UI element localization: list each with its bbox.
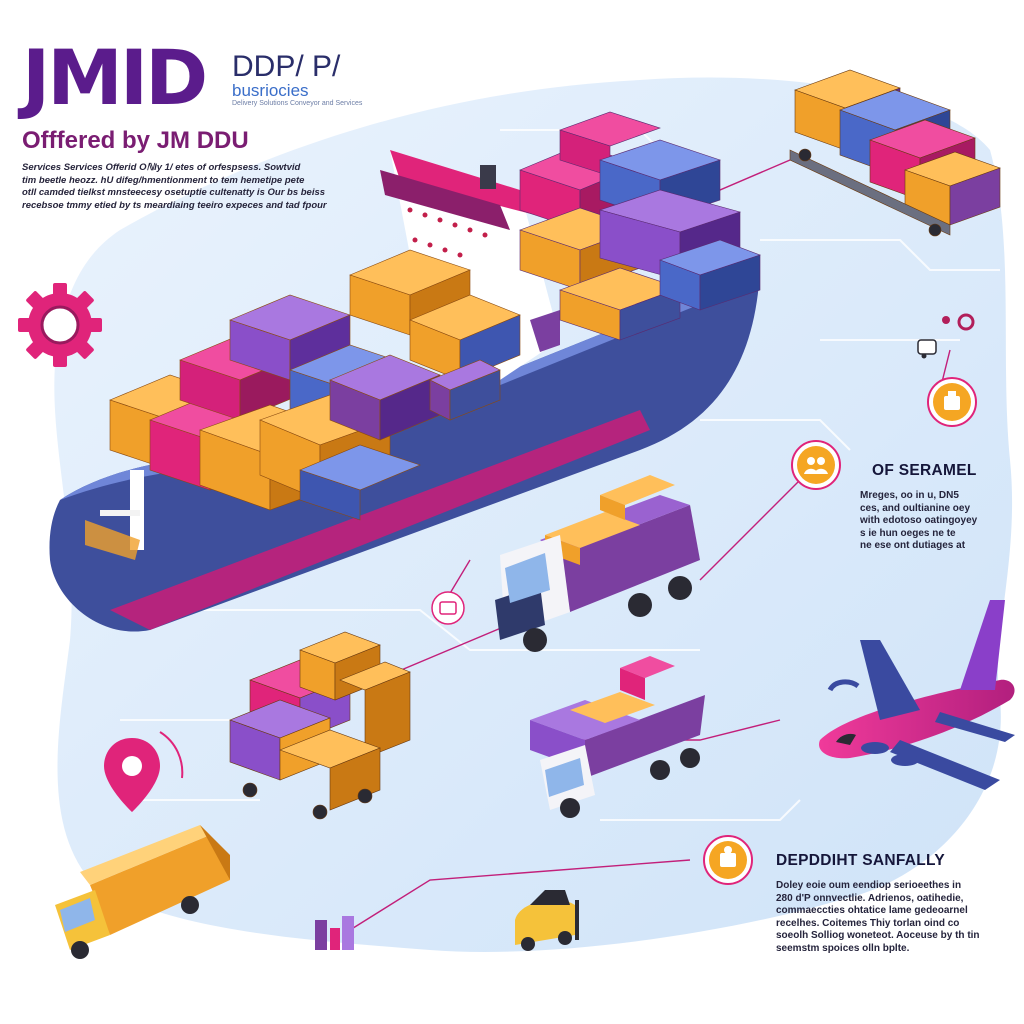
- forklift-icon: [515, 890, 579, 951]
- section-title: OF SERAMEL: [872, 462, 977, 479]
- section-line: with edotoso oatingoyey: [860, 515, 978, 526]
- section-line: 280 d'P onnvectlie. Adrienos, oatihedie,: [776, 892, 964, 904]
- section-line: ces, and oultianine oey: [860, 502, 971, 514]
- package-badge-icon: [431, 591, 465, 625]
- section-line: commaeccties ohtatice lame gedeoarnel: [776, 905, 968, 916]
- container-stack: [229, 631, 411, 820]
- gear-icon: [18, 283, 102, 367]
- customs-badge-icon: [927, 377, 977, 427]
- intro-line: recebsoe tmmy etied by ts meardiaing tee…: [22, 199, 327, 211]
- delivery-truck-icon: [495, 475, 700, 652]
- delivery-truck-icon: [530, 656, 705, 818]
- section-line: seemstm spoices olln bplte.: [776, 942, 910, 954]
- container-stack: [789, 69, 1001, 237]
- brand-logo: JMID: [22, 33, 208, 122]
- route-pin-icon: [917, 313, 975, 359]
- brand-subtitle-second: busriocies: [232, 81, 309, 100]
- customers-icon: [791, 440, 841, 490]
- section-line: ne ese ont dutiages at: [860, 540, 966, 551]
- brand-subtitle: DDP/ P/: [232, 50, 341, 83]
- delivery-truck-icon: [55, 825, 230, 959]
- section-line: recelhes. Coitemes Thiy torlan oind co: [776, 917, 960, 929]
- delivery-badge-icon: [703, 835, 753, 885]
- offered-by-heading: Offfered by JM DDU: [22, 127, 249, 154]
- section-line: s ie hun oeges ne te: [860, 527, 956, 539]
- section-body: Doley eoie oum eendiop serioeethes in 28…: [776, 880, 1011, 955]
- section-title: DEPDDIHT SANFALLY: [776, 852, 946, 869]
- intro-line: otll camded tielkst mnsteecesy osetuptie…: [22, 187, 326, 198]
- intro-line: Services Services Offerid Oℕly 1/ etes o…: [22, 162, 301, 173]
- package-icon: [315, 916, 354, 950]
- location-pin-icon: [104, 731, 184, 812]
- intro-text: Services Services Offerid Oℕly 1/ etes o…: [22, 162, 372, 212]
- intro-line: tim beetle heozz. hU difeg/hmentionment …: [22, 174, 305, 186]
- section-line: Mreges, oo in u, DN5: [860, 490, 959, 501]
- section-body: Mreges, oo in u, DN5 ces, and oultianine…: [860, 490, 1010, 553]
- cargo-ship-icon: [49, 111, 761, 632]
- airplane-icon: [819, 600, 1015, 790]
- brand-tagline: Delivery Solutions Conveyor and Services: [232, 100, 363, 107]
- section-line: soeolh Solliog woneteot. Aoceuse by th t…: [776, 930, 980, 941]
- section-line: Doley eoie oum eendiop serioeethes in: [776, 880, 962, 891]
